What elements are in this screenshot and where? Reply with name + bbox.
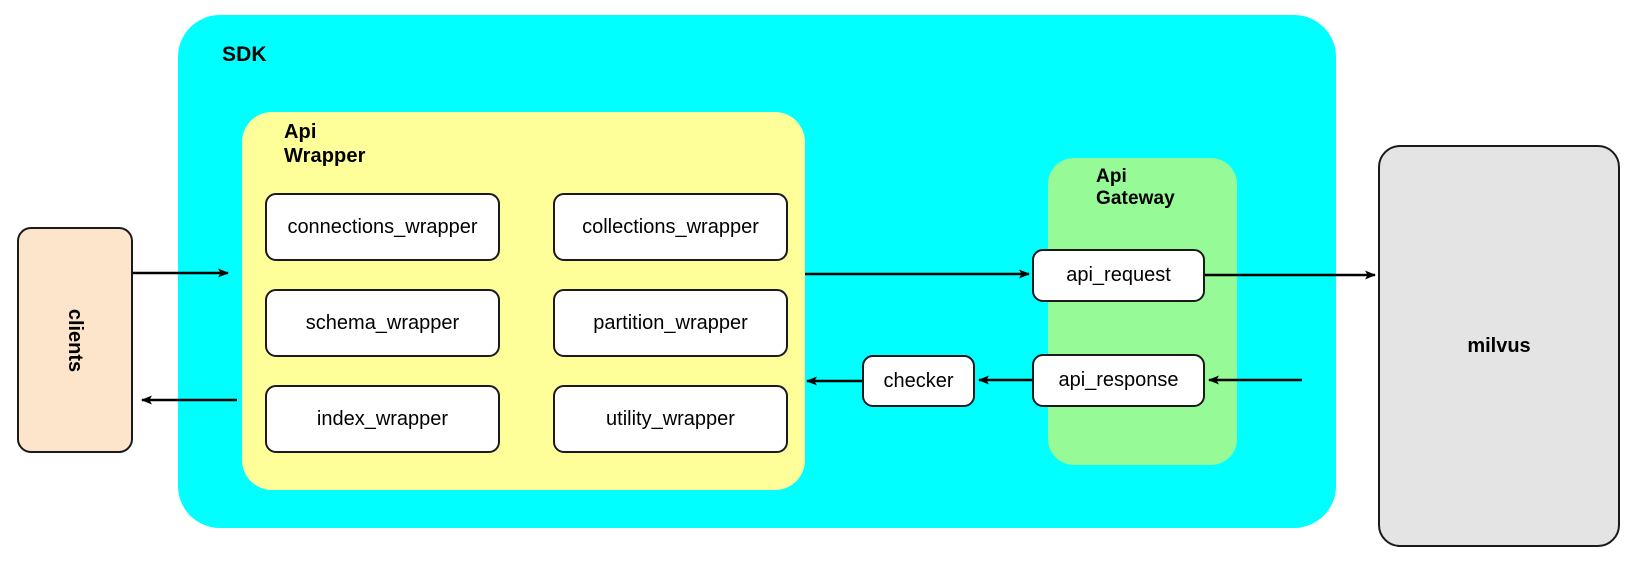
node-api-response[interactable]: api_response bbox=[1032, 354, 1205, 407]
node-schema-wrapper[interactable]: schema_wrapper bbox=[265, 289, 500, 357]
group-sdk-label: SDK bbox=[222, 43, 267, 66]
node-partition-wrapper[interactable]: partition_wrapper bbox=[553, 289, 788, 357]
node-label: schema_wrapper bbox=[305, 311, 460, 334]
node-label: connections_wrapper bbox=[287, 215, 478, 238]
node-label: partition_wrapper bbox=[593, 311, 748, 334]
node-api-request[interactable]: api_request bbox=[1032, 249, 1205, 302]
node-label: collections_wrapper bbox=[582, 215, 759, 238]
actor-clients-label: clients bbox=[64, 308, 87, 372]
group-api-wrapper-label: Api Wrapper bbox=[284, 121, 366, 167]
actor-clients[interactable]: clients bbox=[17, 227, 133, 453]
actor-milvus[interactable]: milvus bbox=[1378, 145, 1620, 547]
node-checker[interactable]: checker bbox=[862, 355, 975, 407]
node-label: utility_wrapper bbox=[606, 407, 735, 430]
node-label: checker bbox=[883, 369, 954, 392]
node-label: api_response bbox=[1058, 369, 1179, 391]
group-api-gateway: Api Gateway bbox=[1048, 158, 1237, 465]
node-label: index_wrapper bbox=[316, 407, 449, 430]
group-api-gateway-label: Api Gateway bbox=[1096, 166, 1175, 210]
node-label: api_request bbox=[1066, 264, 1171, 286]
node-collections-wrapper[interactable]: collections_wrapper bbox=[553, 193, 788, 261]
node-connections-wrapper[interactable]: connections_wrapper bbox=[265, 193, 500, 261]
node-utility-wrapper[interactable]: utility_wrapper bbox=[553, 385, 788, 453]
node-index-wrapper[interactable]: index_wrapper bbox=[265, 385, 500, 453]
actor-milvus-label: milvus bbox=[1467, 334, 1531, 357]
